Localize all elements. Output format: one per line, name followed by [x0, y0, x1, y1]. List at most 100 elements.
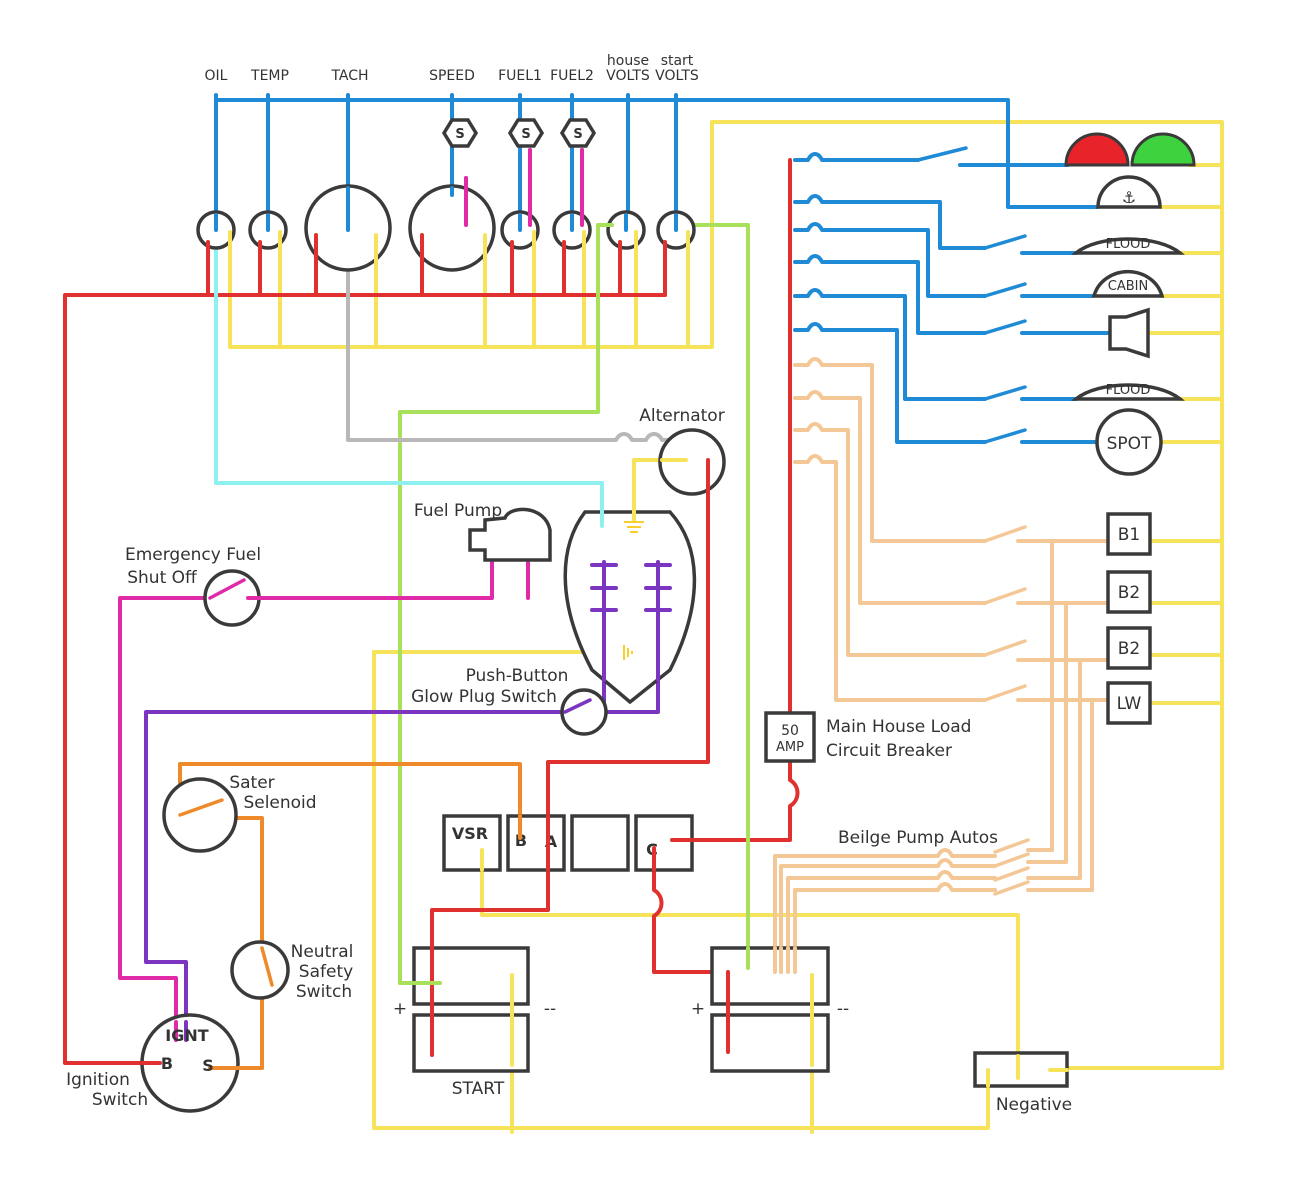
house-battery-top — [710, 946, 830, 1006]
tan-wires — [773, 357, 1110, 972]
start-volts-label-1: start — [661, 53, 694, 69]
starter-solenoid-label-2: Selenoid — [243, 793, 316, 813]
ignition-label-2: Switch — [92, 1090, 148, 1110]
alternator: Alternator — [639, 406, 726, 496]
emergency-fuel-shutoff: Emergency Fuel Shut Off — [125, 545, 264, 627]
house-volts-label-2: VOLTS — [606, 68, 650, 84]
starter-solenoid-label-1: Sater — [229, 773, 274, 793]
neutral-safety-switch: Neutral Safety Switch — [230, 940, 354, 1002]
bilge-pump-b1 — [1106, 512, 1152, 556]
bilge-pump-b2-a — [1106, 570, 1152, 614]
start-battery-label: START — [452, 1079, 505, 1099]
ignition-top-label: IGNT — [165, 1026, 208, 1045]
flood-light-1 — [1071, 237, 1185, 255]
bilge-pump-b2-b — [1106, 626, 1152, 670]
fuel2-sender — [559, 118, 597, 148]
house-battery-minus: -- — [837, 999, 849, 1019]
loads: ⚓ FLOOD CABIN FLOOD SPOT B1 B2 B2 LW — [1064, 132, 1196, 725]
fuel1-sender-letter: S — [521, 127, 530, 142]
fuel2-label: FUEL2 — [550, 68, 594, 84]
anchor-icon: ⚓ — [1122, 188, 1136, 207]
house-volts-label-1: house — [607, 53, 649, 69]
neutral-safety-label-1: Neutral — [291, 942, 354, 962]
port-nav-light — [1064, 132, 1130, 167]
horn-icon — [1108, 307, 1150, 359]
flood-light-2 — [1071, 383, 1185, 401]
ignition-switch: IGNT B S Ignition Switch — [66, 1013, 264, 1113]
cabin-label: CABIN — [1108, 279, 1148, 294]
breaker-amp-1: 50 — [781, 723, 799, 739]
negative-bus: Negative — [973, 1051, 1072, 1115]
spot-light — [1095, 408, 1163, 476]
fuel-pump: Fuel Pump — [414, 501, 552, 562]
start-battery-minus: -- — [544, 999, 556, 1019]
fuel1-label: FUEL1 — [498, 68, 542, 84]
terminal-b-label: B — [515, 831, 527, 850]
main-breaker: 50 AMP Main House Load Circuit Breaker — [764, 711, 971, 763]
water-pump-lw — [1106, 681, 1152, 725]
cabin-light — [1091, 269, 1165, 298]
oil-label: OIL — [205, 68, 228, 84]
vsr-box — [442, 814, 502, 872]
breaker-label-1: Main House Load — [826, 717, 971, 737]
fuel2-sender-letter: S — [573, 127, 582, 142]
speed-sender-letter: S — [455, 127, 464, 142]
start-volts-label-2: VOLTS — [655, 68, 699, 84]
gray-wire — [346, 266, 688, 442]
fuel-pump-label: Fuel Pump — [414, 501, 502, 521]
breaker-amp-2: AMP — [776, 740, 804, 755]
batteries: + -- START + -- — [393, 928, 849, 1099]
blue-wires — [214, 93, 1100, 444]
cyan-wire — [214, 240, 604, 528]
terminal-boxes: VSR B A C Beilge Pump Autos — [442, 814, 998, 872]
neutral-safety-symbol — [230, 940, 290, 1000]
negative-label: Negative — [996, 1095, 1072, 1115]
lw-label: LW — [1117, 694, 1142, 714]
alternator-label: Alternator — [639, 406, 724, 426]
starboard-nav-light — [1130, 132, 1196, 167]
neutral-safety-label-2: Safety — [299, 962, 353, 982]
emergency-fuel-label-1: Emergency Fuel — [125, 545, 261, 565]
blank-box — [570, 814, 630, 872]
gauges — [196, 148, 696, 272]
starter-solenoid: Sater Selenoid — [162, 773, 317, 853]
b1-label: B1 — [1118, 525, 1140, 545]
glow-plug-label-2: Glow Plug Switch — [411, 687, 557, 707]
tach-label: TACH — [330, 68, 368, 84]
house-battery-plus: + — [691, 999, 705, 1019]
speed-label: SPEED — [429, 68, 475, 84]
fuel-pump-symbol — [468, 507, 552, 562]
senders: S S S — [441, 118, 597, 148]
anchor-light — [1096, 175, 1162, 209]
glow-plug-button — [560, 688, 608, 736]
b2-label-b: B2 — [1118, 639, 1140, 659]
fuel1-sender — [507, 118, 545, 148]
breaker-label-2: Circuit Breaker — [826, 741, 952, 761]
engine — [563, 468, 697, 705]
flood-label-2: FLOOD — [1106, 383, 1151, 398]
neutral-safety-label-3: Switch — [296, 982, 352, 1002]
gauge-labels: OIL TEMP TACH SPEED FUEL1 FUEL2 house VO… — [205, 53, 699, 84]
glow-plug-switch: Push-Button Glow Plug Switch — [411, 666, 608, 736]
ab-terminal-box — [506, 814, 566, 872]
engine-block — [563, 510, 697, 705]
flood-label-1: FLOOD — [1106, 237, 1151, 252]
bilge-autos-label: Beilge Pump Autos — [838, 828, 998, 848]
blue-switches — [916, 146, 1112, 444]
vsr-label: VSR — [452, 824, 488, 843]
ignition-label-1: Ignition — [66, 1070, 130, 1090]
breaker-box — [764, 711, 816, 763]
b2-label-a: B2 — [1118, 583, 1140, 603]
temp-label: TEMP — [250, 68, 289, 84]
start-battery-plus: + — [393, 999, 407, 1019]
starter-solenoid-symbol — [162, 777, 238, 853]
ignition-b-label: B — [161, 1054, 173, 1073]
house-battery-bottom — [710, 1013, 830, 1073]
ignition-s-label: S — [202, 1056, 214, 1075]
c-terminal-box — [634, 814, 694, 872]
spot-label: SPOT — [1107, 434, 1152, 454]
speed-sender — [441, 118, 479, 148]
glow-plug-label-1: Push-Button — [466, 666, 569, 686]
emergency-fuel-label-2: Shut Off — [127, 568, 198, 588]
